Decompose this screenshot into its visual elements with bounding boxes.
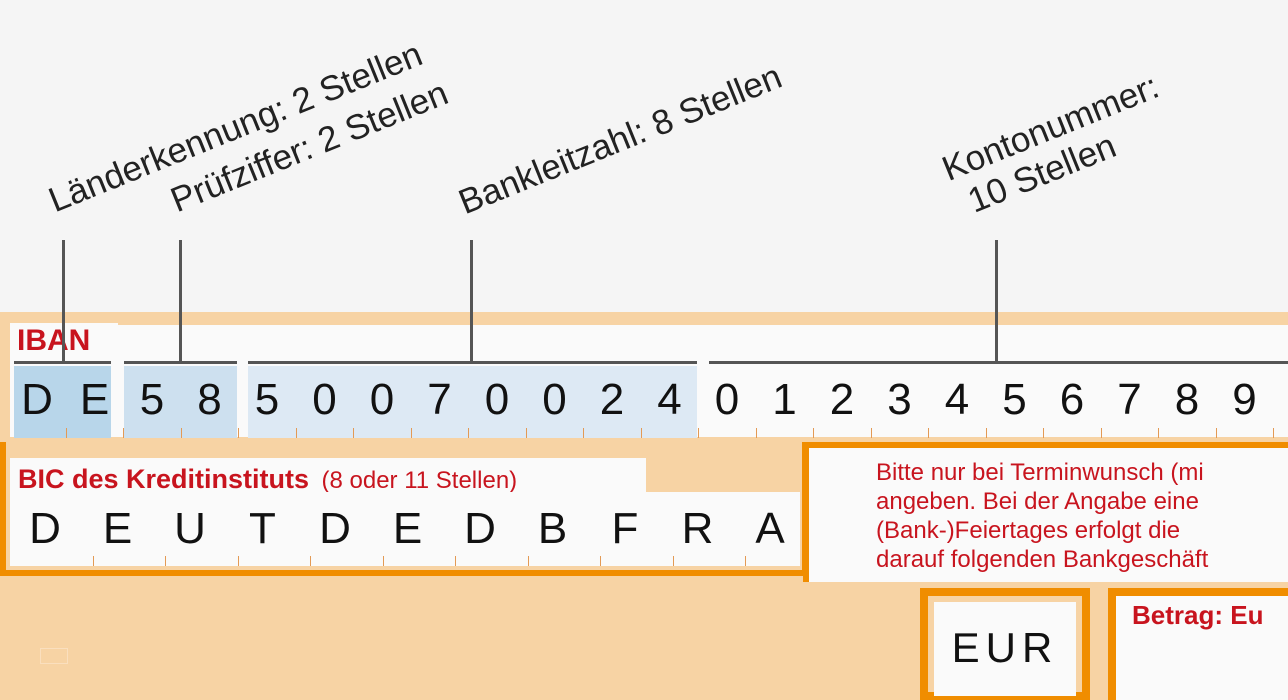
iban-char: 4 [944,375,970,424]
iban-char: D [21,375,53,424]
watermark [40,648,68,664]
iban-tick [180,428,182,438]
iban-tick [525,428,527,438]
bic-char: E [102,504,133,553]
iban-char: 8 [197,375,222,424]
iban-tick [238,428,239,438]
account-number-bar [709,361,1288,364]
iban-char: 6 [1059,375,1085,424]
note-line-1: Bitte nur bei Terminwunsch (mi [876,459,1204,486]
bic-sublabel: (8 oder 11 Stellen) [321,467,518,494]
bic-char: F [611,504,639,553]
iban-tick [1215,428,1217,438]
country-code-group [14,366,111,438]
bic-tick [672,556,674,566]
bic-tick [745,556,746,566]
iban-char: 0 [542,375,567,424]
iban-char: 2 [599,375,625,424]
bic-char: D [464,504,496,553]
bic-char: D [29,504,61,553]
iban-char: 0 [369,375,395,424]
bic-panel [10,492,800,566]
check-digits-bar [124,361,237,364]
iban-tick [583,428,584,438]
iban-tick [123,428,124,438]
iban-char: 9 [1232,375,1257,424]
iban-tick [1158,428,1159,438]
iban-tick [65,428,67,438]
iban-tick [698,428,699,438]
annotation-account-number: Kontonummer: 10 Stellen [937,67,1179,225]
iban-char: E [79,375,110,424]
iban-tick [870,428,872,438]
currency-field[interactable]: EUR [934,602,1076,696]
iban-tick [985,428,987,438]
bic-tick [165,556,166,566]
callout-line-account [995,240,998,362]
iban-tick [928,428,929,438]
callout-line-check [179,240,182,362]
bic-char: B [537,504,568,553]
iban-tick [640,428,642,438]
bank-code-group [248,366,697,438]
iban-label: IBAN [17,324,91,357]
bic-char: U [174,504,206,553]
callout-line-bank [470,240,473,362]
iban-char: 8 [1174,375,1200,424]
iban-char: 3 [887,375,912,424]
callout-line-country [62,240,65,362]
bic-tick [600,556,601,566]
iban-tick [295,428,297,438]
bic-tick [455,556,456,566]
iban-char: 0 [484,375,510,424]
iban-tick [410,428,412,438]
iban-char: 4 [657,375,682,424]
bic-tick [527,556,529,566]
amount-box[interactable]: Betrag: Eu [1108,588,1288,700]
bic-label: BIC des Kreditinstituts [18,464,310,494]
currency-value: EUR [951,624,1059,671]
iban-tick [1273,428,1274,438]
bic-char: R [681,504,714,553]
iban-tick [813,428,814,438]
iban-tick [1043,428,1044,438]
note-frame [803,442,1288,582]
bic-char: E [392,504,423,553]
iban-tick [353,428,354,438]
country-code-bar [14,361,111,364]
execution-date-note: Bitte nur bei Terminwunsch (mi angeben. … [876,458,1288,574]
bic-char: A [755,504,785,553]
bank-code-bar [248,361,697,364]
note-line-2: angeben. Bei der Angabe eine [876,488,1199,515]
iban-tick [1100,428,1102,438]
note-line-4: darauf folgenden Bankgeschäft [876,546,1209,573]
amount-label: Betrag: Eu [1132,600,1264,630]
bic-label-bg [10,458,646,494]
iban-char: 0 [714,375,740,424]
iban-char: 5 [139,375,165,424]
bic-label-row: BIC des Kreditinstituts (8 oder 11 Stell… [18,464,517,495]
annotation-bank-code: Bankleitzahl: 8 Stellen [453,56,788,223]
iban-char: 7 [427,375,452,424]
iban-char: 2 [829,375,855,424]
bic-tick [237,556,239,566]
check-digits-group [124,366,237,438]
iban-tick [755,428,757,438]
bic-tick [92,556,94,566]
note-line-3: (Bank-)Feiertages erfolgt die [876,517,1181,544]
bic-char: D [319,504,351,553]
iban-char: 5 [1002,375,1027,424]
bic-tick [310,556,311,566]
iban-char: 7 [1117,375,1142,424]
iban-tick [468,428,469,438]
iban-char: 5 [254,375,280,424]
bic-tick [382,556,384,566]
iban-char: 0 [312,375,337,424]
bic-char: T [249,504,276,553]
iban-char: 1 [772,375,797,424]
